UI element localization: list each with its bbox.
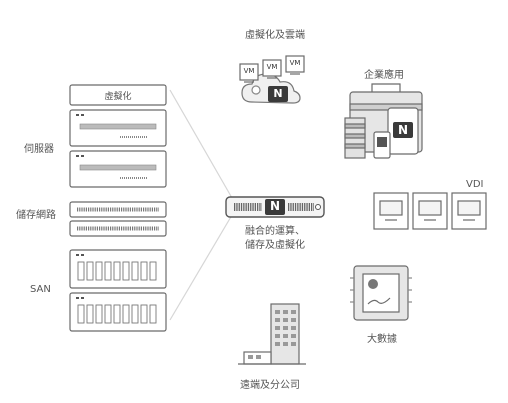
vm-badge-2: VM <box>266 63 278 71</box>
label-storage-network: 儲存網路 <box>16 210 56 221</box>
label-virtualization-cloud: 虛擬化及雲端 <box>245 30 305 41</box>
cloud-n-logo: N <box>273 87 283 100</box>
label-enterprise-apps: 企業應用 <box>364 70 404 81</box>
center-caption-line1: 融合的運算、 <box>245 226 305 237</box>
server-unit-2 <box>69 150 167 188</box>
storage-switch-2 <box>69 220 167 237</box>
virtualization-bar <box>69 84 167 106</box>
san-array-2 <box>69 292 167 332</box>
vdi-monitors <box>373 192 487 230</box>
remote-branch-icon <box>238 303 306 365</box>
storage-switch-1 <box>69 201 167 218</box>
server-unit-1 <box>69 109 167 147</box>
label-center-caption: 融合的運算、 儲存及虛擬化 <box>245 225 305 253</box>
san-array-1 <box>69 249 167 289</box>
vm-badge-1: VM <box>243 67 255 75</box>
label-virtualization-bar: 虛擬化 <box>104 92 132 102</box>
left-stack <box>69 84 167 332</box>
enterprise-n-logo: N <box>397 123 409 137</box>
connector-top-line <box>169 89 233 199</box>
connector-bottom-line <box>169 214 233 321</box>
center-appliance <box>225 196 325 218</box>
big-data-icon <box>350 265 412 321</box>
label-san: SAN <box>30 284 51 295</box>
label-vdi: VDI <box>466 179 484 190</box>
vdi-monitor-1 <box>373 192 409 230</box>
enterprise-app-icon <box>344 83 423 159</box>
vdi-monitor-2 <box>412 192 448 230</box>
vm-badge-3: VM <box>289 59 301 67</box>
vdi-monitor-3 <box>451 192 487 230</box>
center-caption-line2: 儲存及虛擬化 <box>245 240 305 251</box>
center-n-logo: N <box>269 199 281 213</box>
connector-lines <box>169 89 233 321</box>
label-servers: 伺服器 <box>24 144 54 155</box>
cloud-vm-icon <box>239 55 305 104</box>
label-big-data: 大數據 <box>367 334 397 345</box>
label-remote-branch: 遠端及分公司 <box>240 380 300 391</box>
